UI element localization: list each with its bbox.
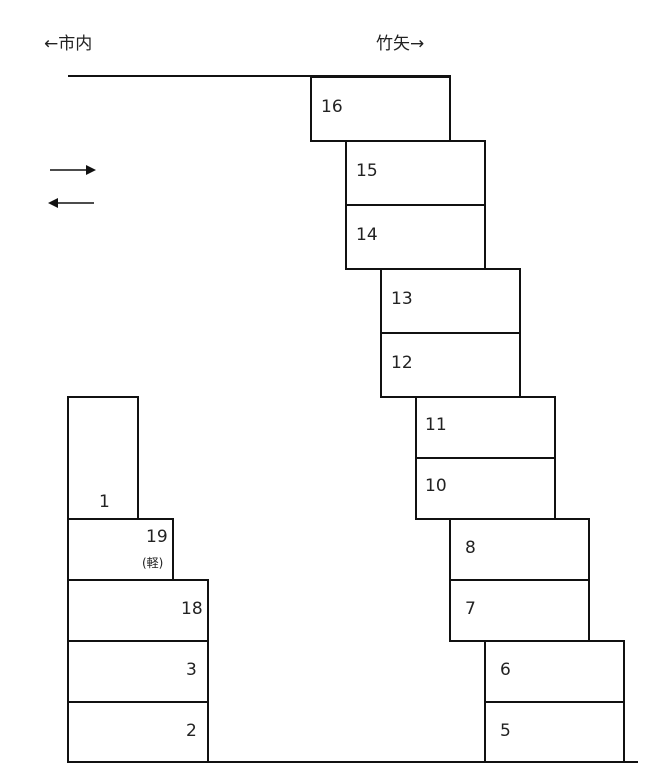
direction-right-label: 竹矢→: [376, 34, 425, 54]
parking-space-6: 6: [484, 640, 625, 703]
space-number: 18: [181, 599, 203, 619]
parking-space-14: 14: [345, 204, 486, 270]
parking-space-2: 2: [67, 701, 209, 763]
space-number: 3: [186, 660, 197, 680]
space-number: 2: [186, 721, 197, 741]
space-number: 12: [391, 353, 413, 373]
arrow-right-icon: [50, 165, 96, 175]
parking-space-1: 1: [67, 396, 139, 520]
parking-space-5: 5: [484, 701, 625, 763]
space-number: 19: [146, 527, 168, 547]
parking-space-18: 18: [67, 579, 209, 642]
space-number: 1: [99, 492, 110, 512]
arrow-left-icon: [48, 198, 94, 208]
space-number: 8: [465, 538, 476, 558]
space-number: 7: [465, 599, 476, 619]
space-number: 11: [425, 415, 447, 435]
space-number: 13: [391, 289, 413, 309]
parking-space-8: 8: [449, 518, 590, 581]
space-number: 15: [356, 161, 378, 181]
parking-space-19: 19 (軽): [67, 518, 174, 581]
space-number: 16: [321, 97, 343, 117]
parking-space-10: 10: [415, 457, 556, 520]
parking-space-16: 16: [310, 76, 451, 142]
parking-space-11: 11: [415, 396, 556, 460]
space-number: 6: [500, 660, 511, 680]
parking-space-3: 3: [67, 640, 209, 703]
space-number: 14: [356, 225, 378, 245]
parking-space-7: 7: [449, 579, 590, 642]
parking-space-13: 13: [380, 268, 521, 334]
parking-space-12: 12: [380, 332, 521, 398]
parking-space-15: 15: [345, 140, 486, 206]
direction-left-label: ←市内: [44, 34, 93, 54]
light-vehicle-note: (軽): [142, 556, 164, 570]
space-number: 10: [425, 476, 447, 496]
space-number: 5: [500, 721, 511, 741]
